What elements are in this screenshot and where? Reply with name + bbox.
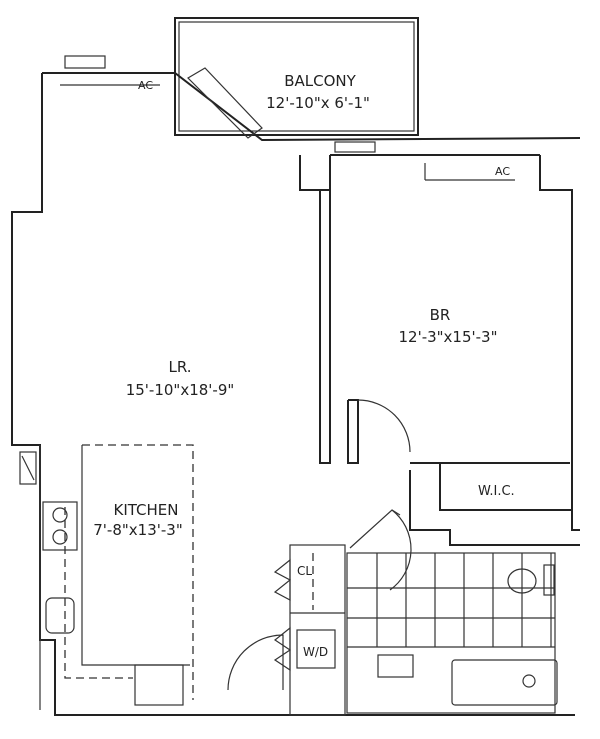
kitchen	[19, 444, 194, 710]
balcony-size: 12'-10"x 6'-1"	[266, 94, 370, 112]
bedroom-door[interactable]	[357, 399, 411, 453]
kitchen-size: 7'-8"x13'-3"	[93, 521, 182, 539]
living-room-size: 15'-10"x18'-9"	[126, 381, 235, 399]
balcony-label: BALCONY	[284, 72, 356, 90]
stove-icon	[42, 501, 78, 551]
ac-living-label: AC	[138, 79, 153, 92]
walk-in-closet-label: W.I.C.	[478, 484, 515, 499]
bedroom-size: 12'-3"x15'-3"	[398, 328, 497, 346]
entry-door[interactable]	[227, 634, 284, 691]
bathroom	[346, 552, 558, 714]
living-room-label: LR.	[168, 358, 191, 376]
bathtub-icon	[451, 659, 558, 706]
washer-dryer-label: W/D	[303, 645, 328, 659]
sink-icon	[45, 597, 75, 634]
toilet-icon	[507, 568, 537, 594]
kitchen-label: KITCHEN	[114, 501, 179, 519]
ac-bedroom-label: AC	[495, 165, 510, 178]
closet-label: CL	[297, 564, 312, 578]
refrigerator-icon	[19, 451, 37, 485]
vanity-sink-icon	[377, 654, 414, 678]
exterior-walls	[11, 55, 581, 716]
bedroom-label: BR	[430, 306, 451, 324]
dishwasher-icon	[134, 664, 184, 706]
balcony: BALCONY 12'-10"x 6'-1"	[174, 17, 419, 136]
closet-laundry	[273, 544, 346, 716]
